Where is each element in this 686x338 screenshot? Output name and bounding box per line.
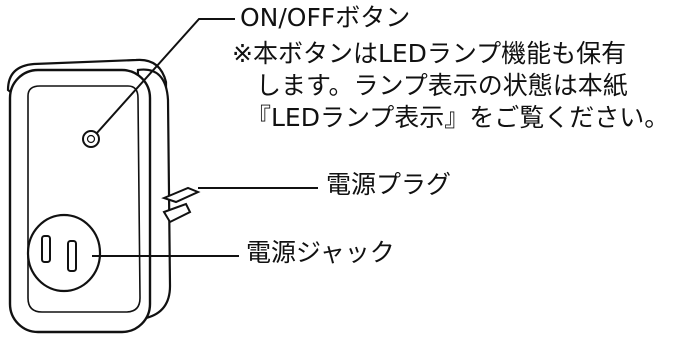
plug-label: 電源プラグ (326, 170, 452, 199)
outlet-slot-left (41, 235, 51, 263)
adapter-body (8, 68, 152, 334)
note-line-1: ※本ボタンはLEDランプ機能も保有 (232, 39, 627, 68)
led-note: ※本ボタンはLEDランプ機能も保有 します。ランプ表示の状態は本紙 『LEDラン… (232, 38, 669, 134)
note-line-3: 『LEDランプ表示』をご覧ください。 (246, 103, 670, 132)
outlet-shape (26, 213, 102, 293)
outlet-slot-right (67, 240, 77, 272)
plug-prong-lower (162, 202, 192, 224)
adapter-front-panel (27, 85, 141, 313)
plug-prong-upper (161, 186, 201, 204)
power-button-shape (82, 130, 100, 148)
power-button-label: ON/OFFボタン (240, 3, 411, 32)
leader-line-power-button (95, 18, 235, 135)
note-line-2: します。ランプ表示の状態は本紙 (256, 71, 628, 100)
jack-label: 電源ジャック (246, 238, 395, 267)
